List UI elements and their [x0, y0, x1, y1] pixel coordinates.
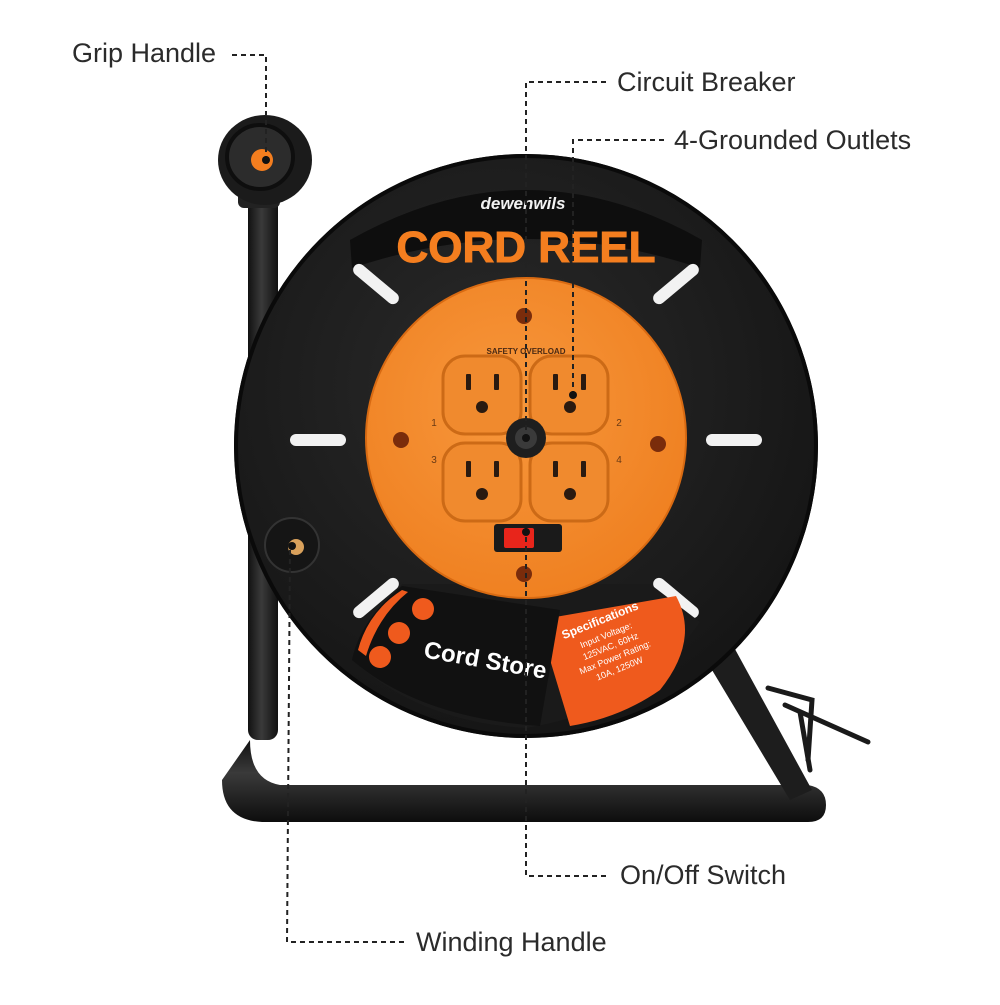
leader-outlets [572, 139, 664, 395]
on-off-switch [494, 524, 562, 552]
specifications-block: Specifications Input Voltage: 125VAC, 60… [560, 598, 652, 682]
safety-overload-label: SAFETY OVERLOAD [487, 347, 566, 356]
frame-leg [700, 640, 812, 800]
leader-grip-handle [232, 54, 267, 160]
spec-panel [538, 596, 685, 726]
leader-dots [262, 156, 577, 550]
callout-winding-handle: Winding Handle [416, 927, 607, 957]
leader-circuit-breaker [525, 81, 606, 438]
instruction-icon [412, 598, 434, 620]
leader-lines [232, 54, 664, 943]
outlet-number: 2 [616, 418, 622, 429]
leader-winding-handle [285, 549, 404, 943]
grip-handle [218, 115, 312, 208]
instruction-icon [369, 646, 391, 668]
frame-base [222, 740, 826, 822]
outlet-number: 4 [616, 455, 622, 466]
outlet-number: 3 [431, 455, 437, 466]
callout-grounded-outlets: 4-Grounded Outlets [674, 125, 912, 155]
outlet [441, 354, 523, 436]
instruction-icon [388, 622, 410, 644]
callout-grip-handle: Grip Handle [72, 38, 217, 68]
brand-label: dewenwils [480, 194, 565, 213]
outlet-holes [466, 374, 586, 500]
outlet [528, 441, 610, 523]
cord-clip [765, 685, 871, 773]
outlet [441, 441, 523, 523]
outlet-number: 1 [431, 418, 437, 429]
callout-on-off-switch: On/Off Switch [620, 860, 787, 890]
callout-circuit-breaker: Circuit Breaker [617, 67, 796, 97]
